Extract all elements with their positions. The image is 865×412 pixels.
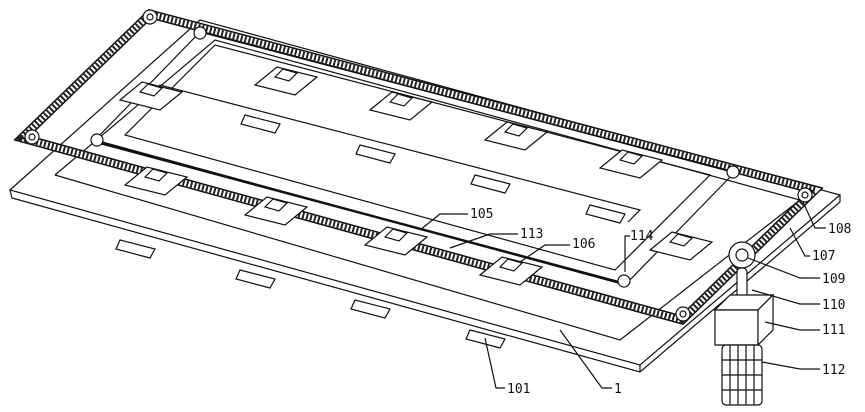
label-106: 106 bbox=[572, 237, 595, 252]
label-109: 109 bbox=[822, 272, 845, 287]
label-105: 105 bbox=[470, 207, 493, 222]
label-111: 111 bbox=[822, 323, 845, 338]
motor-front bbox=[715, 310, 758, 345]
label-110: 110 bbox=[822, 298, 845, 313]
label-107: 107 bbox=[812, 249, 835, 264]
label-1: 1 bbox=[614, 382, 622, 397]
label-108: 108 bbox=[828, 222, 851, 237]
label-113: 113 bbox=[520, 227, 543, 242]
motor-coil bbox=[722, 345, 762, 405]
drive-wheel bbox=[729, 242, 755, 268]
label-101: 101 bbox=[507, 382, 530, 397]
support-foot bbox=[116, 240, 155, 258]
label-114: 114 bbox=[630, 229, 654, 244]
label-112: 112 bbox=[822, 363, 845, 378]
support-foot bbox=[236, 270, 275, 288]
support-foot bbox=[351, 300, 390, 318]
